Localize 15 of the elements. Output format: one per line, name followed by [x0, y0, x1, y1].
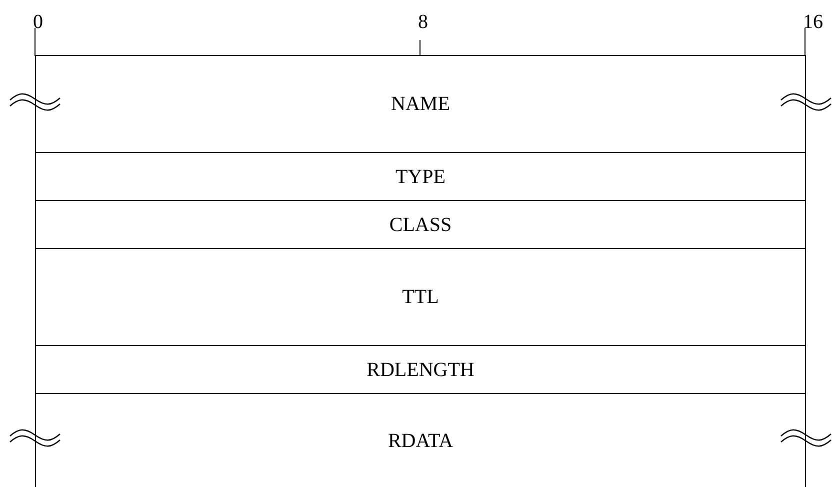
header-field: [35, 55, 806, 152]
bit-number: 0: [33, 12, 43, 32]
field-name: TYPE: [396, 164, 446, 190]
header-field: [35, 248, 806, 345]
bit-number: 8: [418, 12, 428, 32]
header-field: [35, 200, 806, 248]
field-name: TTL: [402, 285, 439, 310]
header-field: [35, 393, 806, 487]
header-field: [35, 152, 806, 200]
field-name: RDATA: [388, 428, 454, 454]
bit-number: 16: [803, 12, 823, 32]
field-name: CLASS: [389, 212, 452, 238]
field-name: RDLENGTH: [366, 358, 474, 382]
header-field: [35, 345, 806, 393]
field-name: NAME: [391, 92, 450, 117]
